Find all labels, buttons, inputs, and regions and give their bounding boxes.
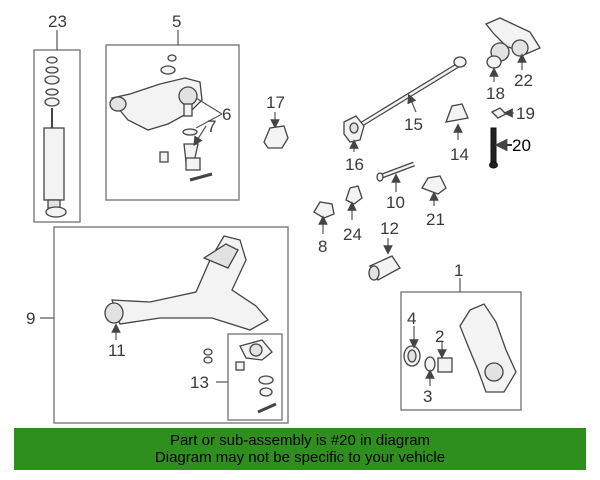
- callout-9[interactable]: 9: [26, 309, 35, 328]
- footer-part-note: Part or sub-assembly is #20 in diagram: [169, 432, 431, 449]
- shock-absorber-group: 23: [33, 12, 81, 223]
- callout-14[interactable]: 14: [450, 145, 469, 164]
- part-19: 19: [490, 104, 535, 123]
- group-box-5: [105, 44, 240, 201]
- part-17: 17: [263, 93, 289, 149]
- footer-disclaimer: Diagram may not be specific to your vehi…: [154, 449, 446, 466]
- part-12: 12: [368, 219, 401, 281]
- part-10: 10: [376, 161, 415, 212]
- part-24: 24: [343, 185, 363, 244]
- callout-17[interactable]: 17: [266, 93, 285, 112]
- lower-control-arm-group: 9 11 13: [26, 226, 289, 424]
- callout-23[interactable]: 23: [48, 12, 67, 31]
- part-18: 18: [486, 55, 505, 103]
- part-16: 16: [343, 115, 365, 174]
- callout-22[interactable]: 22: [514, 71, 533, 90]
- callout-13[interactable]: 13: [190, 373, 209, 392]
- callout-8[interactable]: 8: [318, 237, 327, 256]
- parts-diagram: 23 5 6 7 17: [26, 12, 541, 424]
- callout-15[interactable]: 15: [404, 115, 423, 134]
- part-8: 8: [313, 201, 335, 256]
- callout-6[interactable]: 6: [222, 105, 231, 124]
- callout-3[interactable]: 3: [423, 387, 432, 406]
- callout-20[interactable]: 20: [512, 136, 531, 155]
- callout-21[interactable]: 21: [426, 210, 445, 229]
- callout-5[interactable]: 5: [172, 12, 181, 31]
- callout-7[interactable]: 7: [207, 117, 216, 136]
- callout-12[interactable]: 12: [380, 219, 399, 238]
- callout-10[interactable]: 10: [386, 193, 405, 212]
- group-box-1: [400, 291, 522, 411]
- part-14: 14: [444, 103, 469, 164]
- footer-banner: Part or sub-assembly is #20 in diagram D…: [14, 428, 586, 470]
- group-box-13: [227, 333, 283, 421]
- part-15: 15: [360, 56, 467, 134]
- callout-24[interactable]: 24: [343, 225, 362, 244]
- callout-2[interactable]: 2: [435, 327, 444, 346]
- callout-11[interactable]: 11: [108, 341, 126, 360]
- part-20-highlighted: 20: [489, 127, 531, 169]
- callout-16[interactable]: 16: [345, 155, 364, 174]
- upper-control-arm-group: 5 6 7: [105, 12, 240, 201]
- steering-knuckle-group: 1 4 2 3: [400, 261, 522, 411]
- group-box-9: [53, 226, 289, 424]
- callout-19[interactable]: 19: [516, 104, 535, 123]
- callout-4[interactable]: 4: [407, 309, 416, 328]
- callout-1[interactable]: 1: [454, 261, 463, 280]
- part-21: 21: [421, 175, 447, 229]
- callout-18[interactable]: 18: [486, 84, 505, 103]
